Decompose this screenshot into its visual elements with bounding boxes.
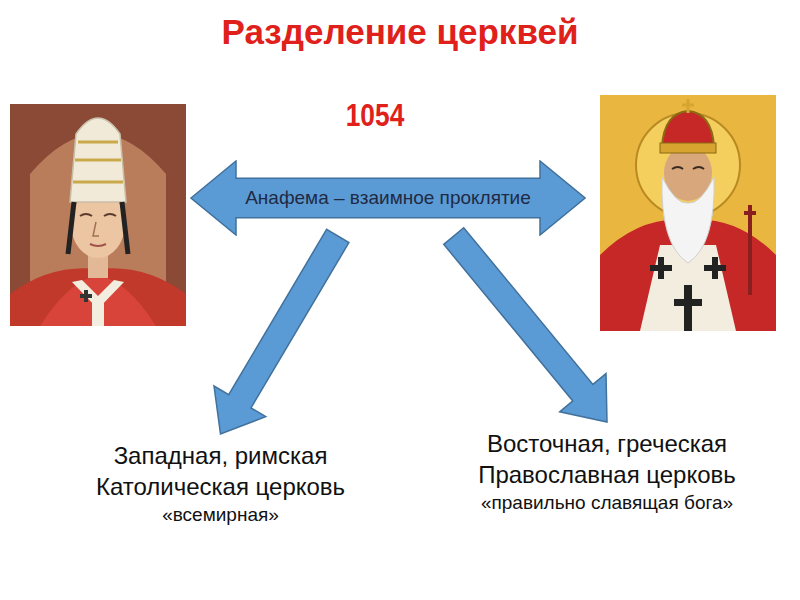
church-text-block: Восточная, греческая Православная церков…	[432, 428, 782, 517]
block-arrow	[214, 229, 349, 434]
node-text: Западная, римская Католическая церковь	[68, 440, 373, 502]
node-text: Анафема – взаимное проклятие	[245, 187, 531, 209]
double-arrow-outline	[191, 161, 585, 235]
node-subtext: «всемирная»	[68, 502, 373, 529]
diagram-title: Разделение церквей	[0, 12, 800, 52]
church-text-block: Западная, римская Католическая церковь«в…	[68, 440, 373, 529]
year-label: 1054	[311, 98, 439, 134]
saint-icon	[600, 95, 776, 331]
double-arrow-box: Анафема – взаимное проклятие	[190, 160, 586, 236]
pope-portrait	[10, 104, 186, 326]
block-arrow	[444, 228, 607, 422]
node-subtext: «правильно славящая бога»	[432, 490, 782, 517]
node-text: Восточная, греческая Православная церков…	[432, 428, 782, 490]
